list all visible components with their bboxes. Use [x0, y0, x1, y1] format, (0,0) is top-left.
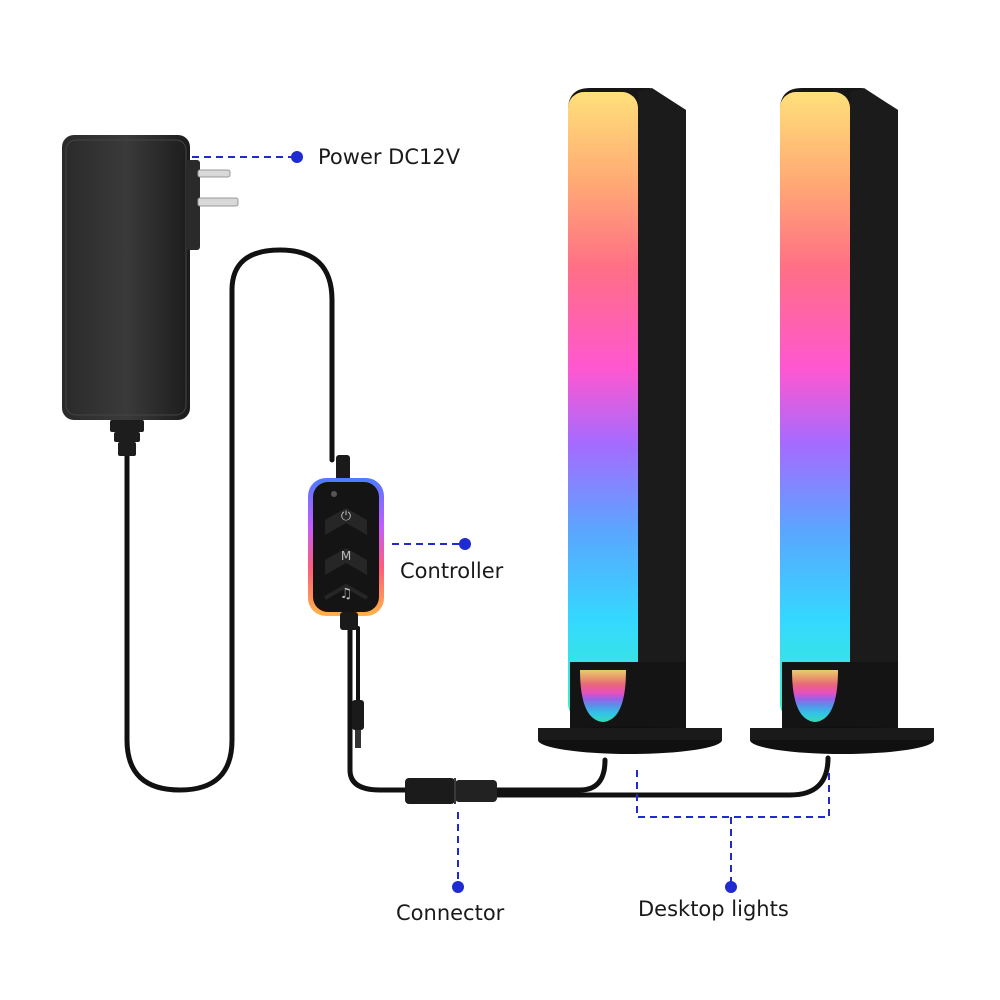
- controller-output-cable: [347, 625, 413, 793]
- dc-jack: [352, 700, 364, 748]
- controller-music-icon: ♫: [340, 586, 353, 602]
- controller-mode-button-label: M: [341, 549, 351, 563]
- cables: [124, 247, 831, 798]
- callout-dot-desktop: [725, 881, 737, 893]
- label-connector: Connector: [396, 901, 505, 925]
- callouts: [192, 156, 830, 884]
- label-power: Power DC12V: [318, 145, 461, 169]
- desktop-light-right: [750, 88, 934, 754]
- callout-line-desktop: [636, 770, 830, 884]
- lights-cable: [487, 757, 608, 793]
- plug-prong: [197, 169, 231, 178]
- plug-prong: [197, 197, 239, 207]
- callout-dot-controller: [459, 538, 471, 550]
- callout-dot-connector: [452, 881, 464, 893]
- label-desktop-lights: Desktop lights: [638, 897, 789, 921]
- controller-device: [308, 455, 384, 630]
- power-adapter: [62, 135, 239, 456]
- controller-power-icon: ⏻: [341, 509, 351, 524]
- callout-dot-power: [291, 151, 303, 163]
- adapter-cable: [124, 247, 335, 793]
- lights-cable-right: [487, 755, 831, 798]
- label-controller: Controller: [400, 559, 504, 583]
- controller-mic-icon: [331, 491, 337, 497]
- inline-connector: [405, 778, 497, 804]
- callout-dots: [291, 151, 737, 893]
- desktop-light-left: [538, 88, 722, 754]
